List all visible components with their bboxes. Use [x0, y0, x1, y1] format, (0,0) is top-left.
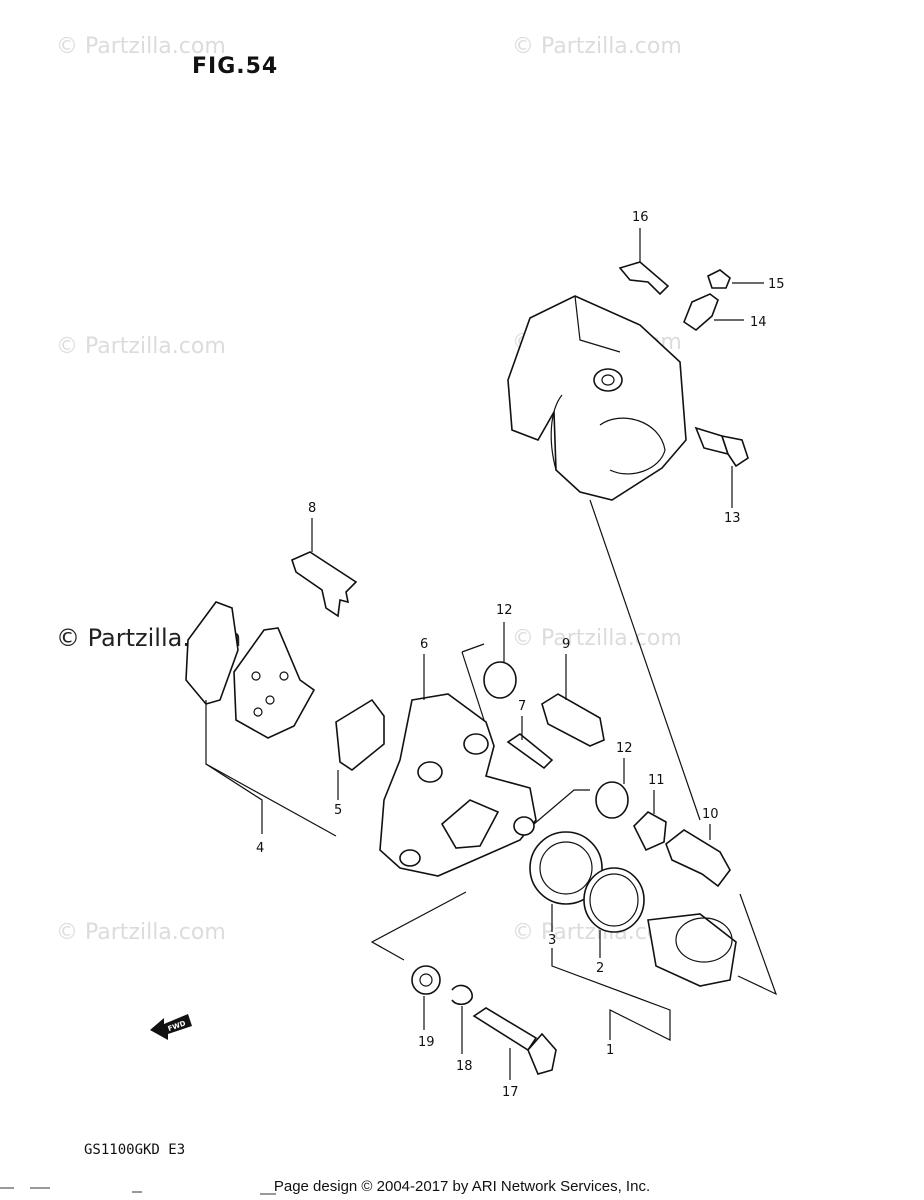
- fwd-arrow: FWD: [150, 1014, 192, 1040]
- watermark: © Partzilla.com: [56, 34, 226, 59]
- callout-5: 5: [334, 803, 342, 818]
- callout-8: 8: [308, 501, 316, 516]
- callout-12: 12: [616, 741, 633, 756]
- watermark: © Partzilla.com: [56, 334, 226, 359]
- callout-9: 9: [562, 637, 570, 652]
- pad-shim-drawing: [335, 698, 385, 771]
- pad-retainer-drawing: [291, 551, 358, 618]
- callout-18: 18: [456, 1059, 473, 1074]
- figure-title: FIG.54: [192, 54, 279, 79]
- callout-2: 2: [596, 961, 604, 976]
- callout-16: 16: [632, 210, 649, 225]
- caliper-pin-drawing: [541, 693, 605, 747]
- watermark: © Partzilla.com: [56, 920, 226, 945]
- bleeder-valve-drawing: [683, 293, 719, 332]
- callout-6: 6: [420, 637, 428, 652]
- callout-3: 3: [548, 933, 556, 948]
- boot-drawing: [595, 781, 629, 819]
- scan-marks: [0, 1187, 276, 1195]
- leader-lines: [205, 228, 778, 1080]
- callout-13: 13: [724, 511, 741, 526]
- fwd-label: FWD: [167, 1019, 187, 1033]
- pin-clip-drawing: [506, 733, 554, 770]
- callout-19: 19: [418, 1035, 435, 1050]
- boot-drawing: [483, 661, 517, 699]
- model-code: GS1100GKD E3: [84, 1142, 186, 1158]
- pin-bolt-drawing: [665, 829, 731, 888]
- callout-15: 15: [768, 277, 785, 292]
- pad-spring-drawing: [618, 261, 670, 296]
- callout-11: 11: [648, 773, 665, 788]
- callout-4: 4: [256, 841, 264, 856]
- caliper-assembly-drawing: [507, 295, 687, 501]
- brake-pad-set-drawing: [185, 601, 316, 739]
- bleeder-cap-drawing: [707, 269, 731, 289]
- caliper-bolt-drawing: [694, 426, 749, 468]
- caliper-bracket-drawing: [379, 693, 537, 877]
- sleeve-drawing: [633, 811, 667, 852]
- callout-7: 7: [518, 699, 526, 714]
- callout-10: 10: [702, 807, 719, 822]
- callout-1: 1: [606, 1043, 614, 1058]
- callout-12: 12: [496, 603, 513, 618]
- watermark: © Partzilla.com: [512, 626, 682, 651]
- callout-14: 14: [750, 315, 767, 330]
- mounting-hardware-drawing: [411, 965, 557, 1075]
- callout-17: 17: [502, 1085, 519, 1100]
- footer-copyright: Page design © 2004-2017 by ARI Network S…: [273, 1178, 651, 1195]
- seal-set-drawing: [529, 831, 737, 987]
- watermark: © Partzilla.com: [512, 34, 682, 59]
